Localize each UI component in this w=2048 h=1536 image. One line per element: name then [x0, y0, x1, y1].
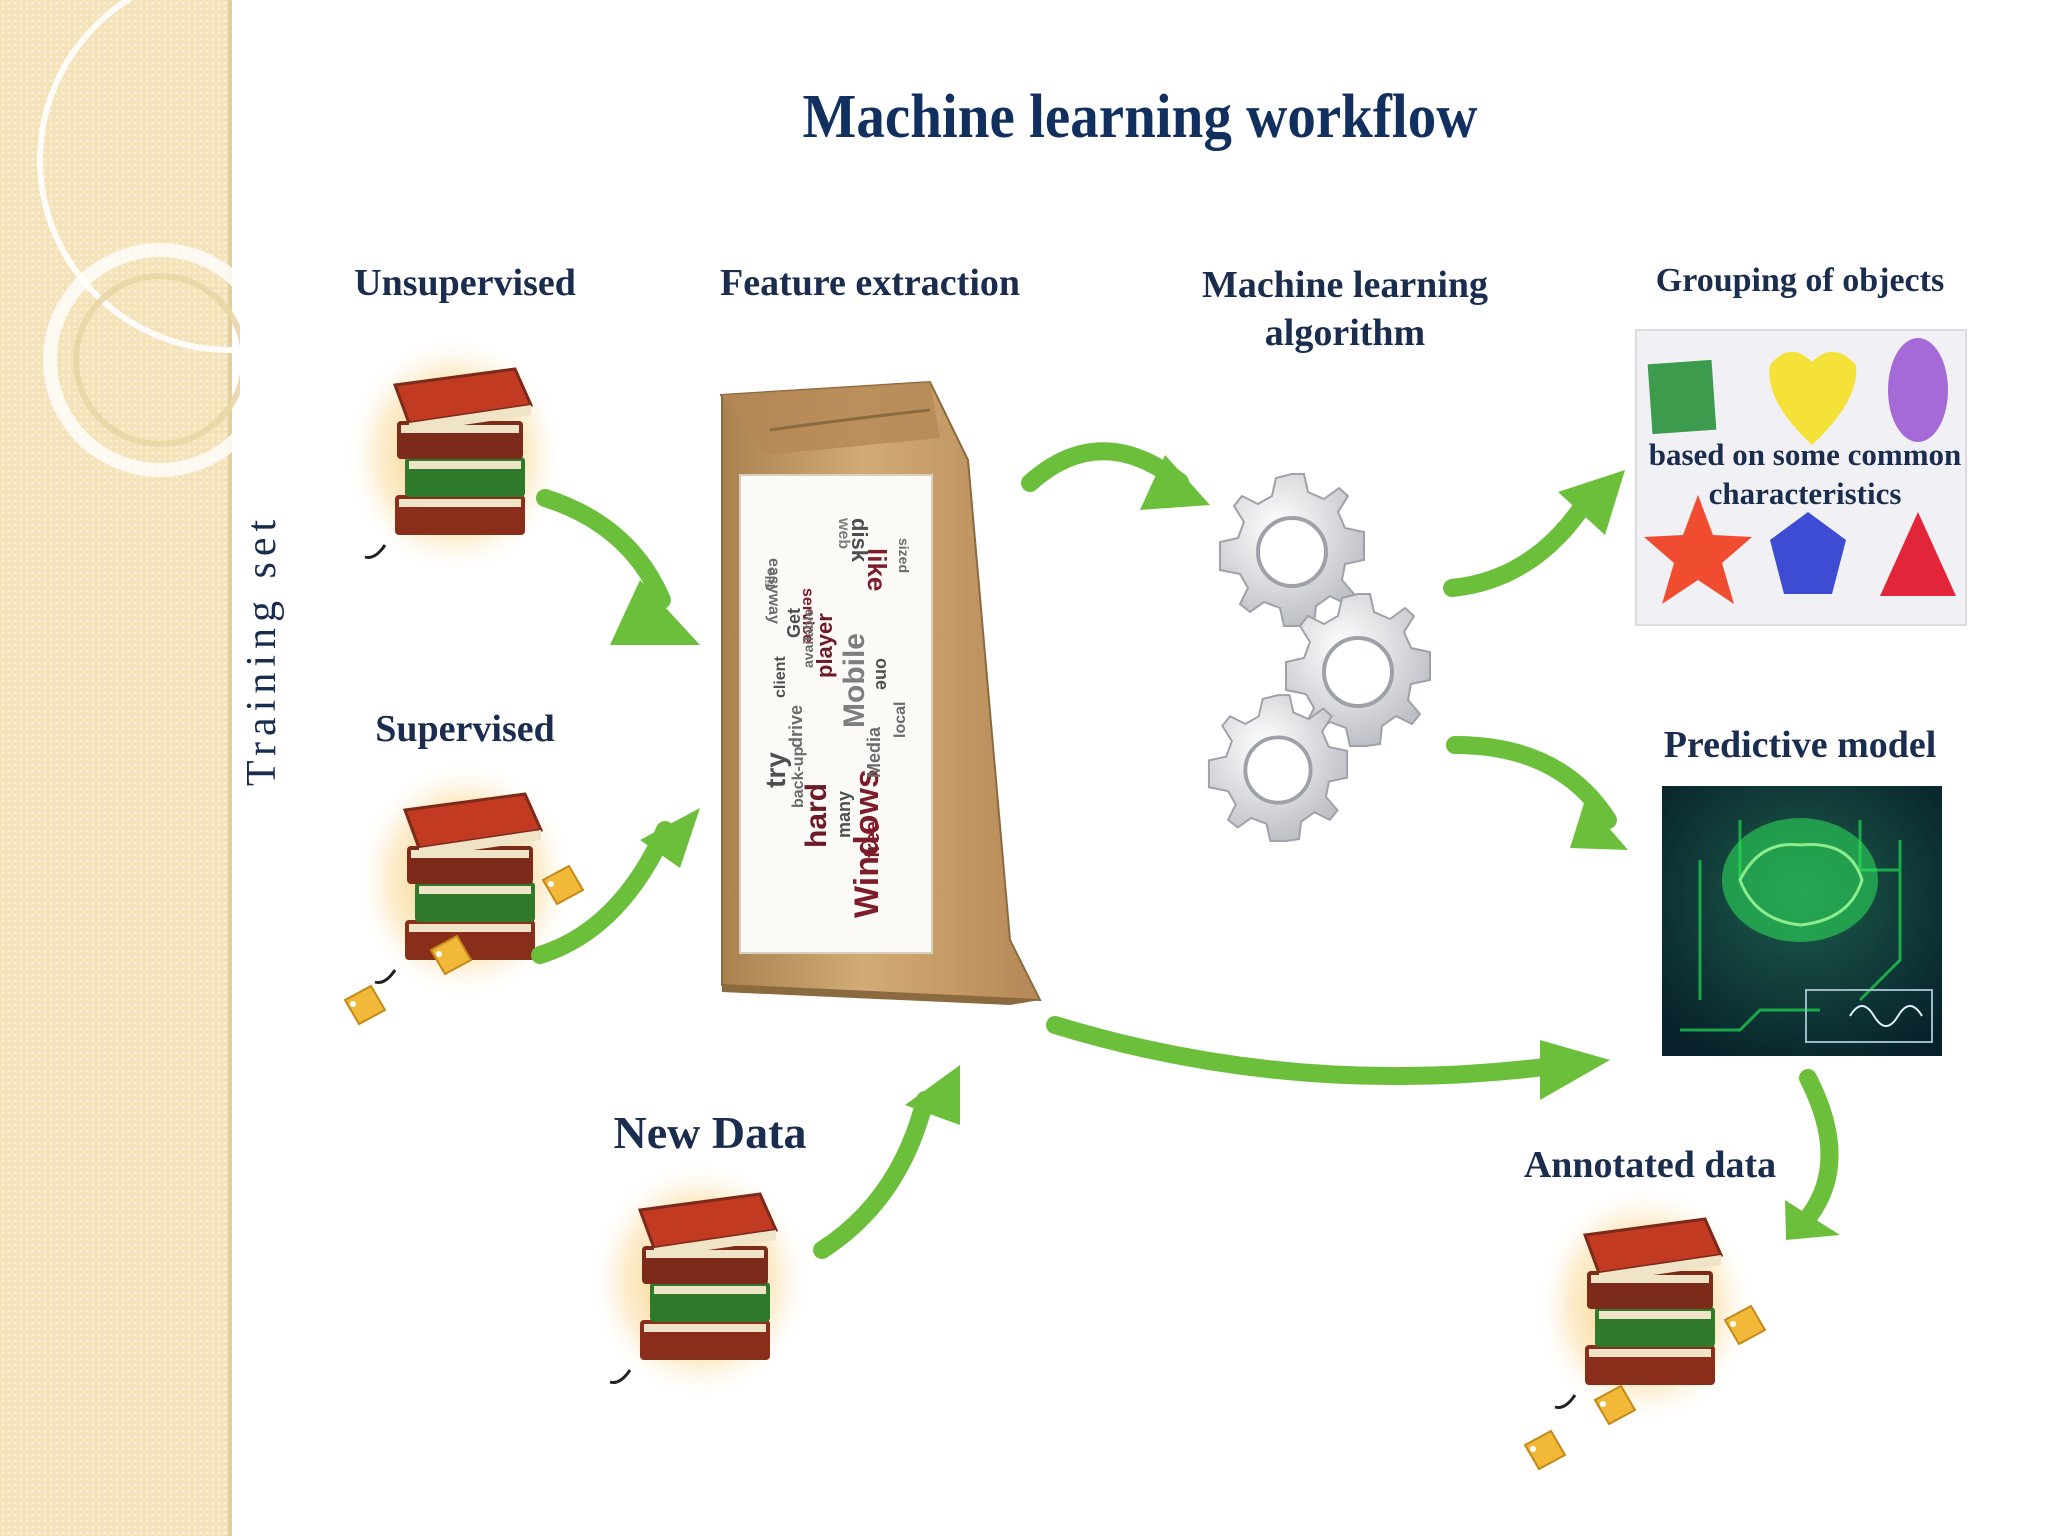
grouping-subtitle-line2: characteristics	[1708, 475, 1902, 511]
annotated-data-label: Annotated data	[1523, 1144, 1777, 1186]
decorative-rings	[37, 0, 240, 477]
grouping-label: Grouping of objects	[1655, 262, 1945, 299]
grouping-subtitle: based on some common characteristics	[1640, 436, 1970, 514]
new-data-books-image	[588, 1158, 812, 1402]
feature-extraction-bag-image	[719, 380, 1042, 1005]
annotated-data-books-image	[1524, 1183, 1766, 1470]
wordcloud-word: one	[872, 658, 892, 691]
predictive-model-label: Predictive model	[1663, 724, 1937, 766]
wordcloud-word: drive	[786, 704, 806, 748]
wordcloud-word: free	[862, 821, 884, 858]
supervised-label: Supervised	[375, 708, 555, 750]
grouping-shapes-image	[1635, 329, 1967, 626]
wordcloud-word: many	[834, 790, 854, 838]
ml-algorithm-label: Machine learning algorithm	[1170, 262, 1520, 357]
training-set-label: Training set	[239, 513, 285, 787]
side-band-edge	[228, 0, 232, 1536]
page-title: Machine learning workflow	[802, 83, 1478, 151]
supervised-books-image	[344, 758, 584, 1025]
wordcloud-word: local	[892, 701, 909, 738]
predictive-model-brain-image	[1662, 786, 1942, 1056]
grouping-subtitle-line1: based on some common	[1648, 437, 1962, 472]
flow-arrowheads	[610, 455, 1840, 1240]
feature-extraction-label: Feature extraction	[720, 262, 1021, 304]
wordcloud-word: available	[800, 608, 816, 668]
flow-arrows	[531, 442, 1839, 1259]
unsupervised-label: Unsupervised	[354, 262, 576, 304]
new-data-label: New Data	[613, 1107, 807, 1158]
ml-algorithm-label-line2: algorithm	[1264, 311, 1426, 354]
wordcloud-word: file	[762, 567, 778, 588]
feature-extraction-wordcloud: Windows hard Mobile like try player free…	[742, 478, 928, 950]
wordcloud-word: try	[760, 752, 791, 788]
wordcloud-word: back-up	[790, 746, 807, 808]
wordcloud-word: Mobile	[838, 633, 871, 728]
unsupervised-books-image	[343, 333, 567, 577]
wordcloud-word: web	[835, 518, 852, 550]
ml-algorithm-label-line1: Machine learning	[1201, 264, 1489, 306]
wordcloud-word: client	[772, 656, 789, 698]
wordcloud-word: Media	[864, 726, 884, 778]
gears-icon	[1206, 472, 1432, 843]
wordcloud-word: sized	[896, 538, 912, 574]
